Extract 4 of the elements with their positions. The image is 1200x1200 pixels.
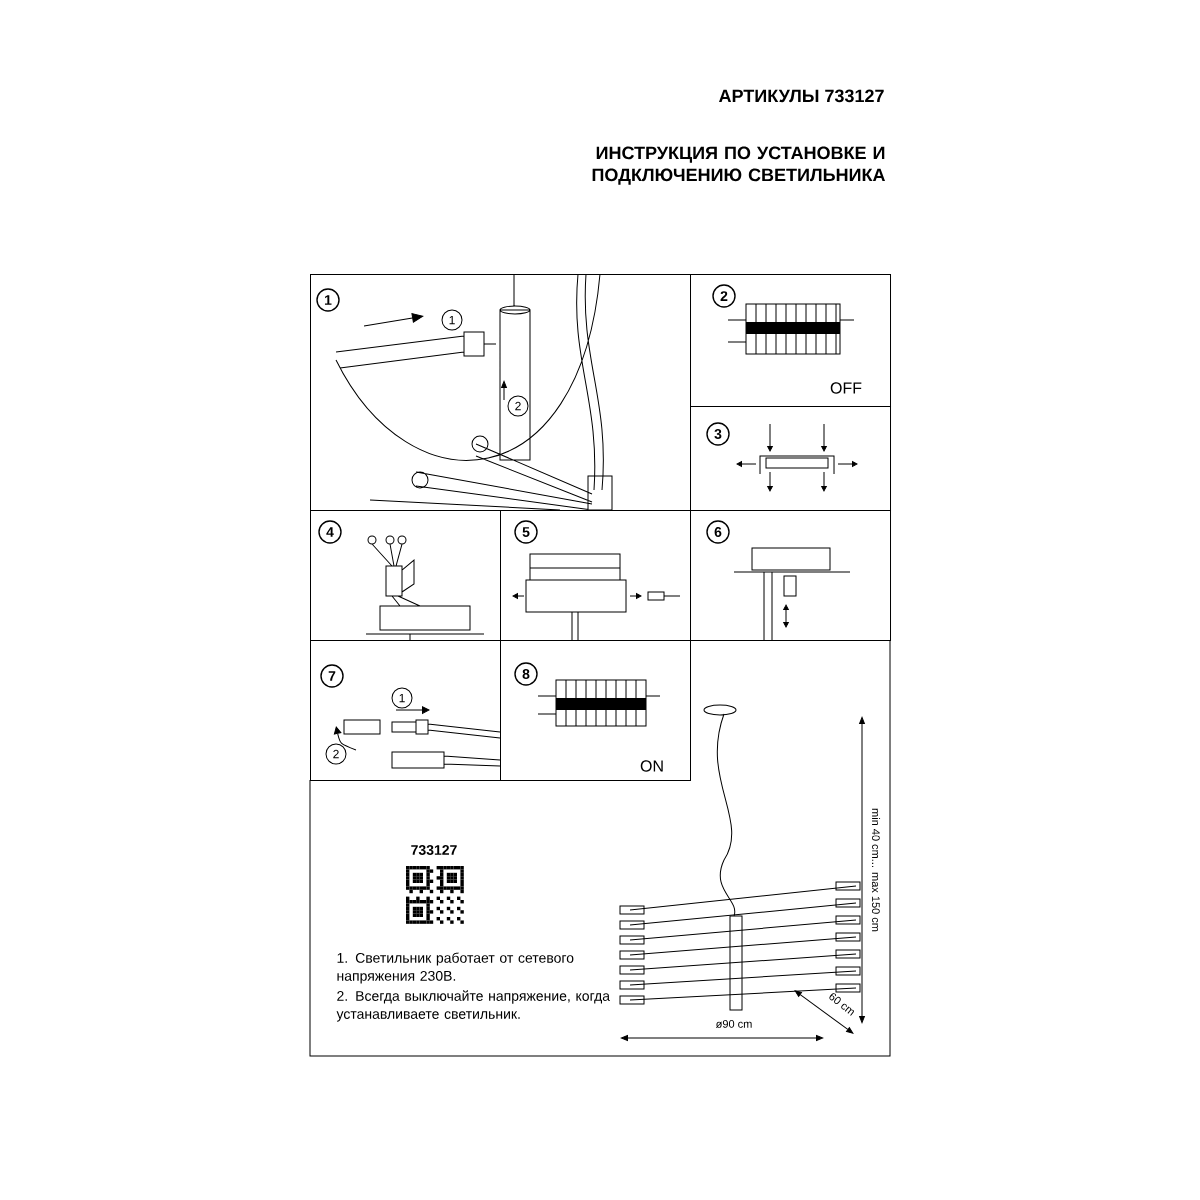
heading: ИНСТРУКЦИЯ ПО УСТАНОВКЕ И ПОДКЛЮЧЕНИЮ СВЕТИЛЬНИКА: [592, 146, 885, 185]
switch-label: OFF: [830, 382, 862, 394]
article-heading: АРТИКУЛЫ 733127: [719, 89, 884, 103]
switch-label: ON: [640, 760, 663, 772]
